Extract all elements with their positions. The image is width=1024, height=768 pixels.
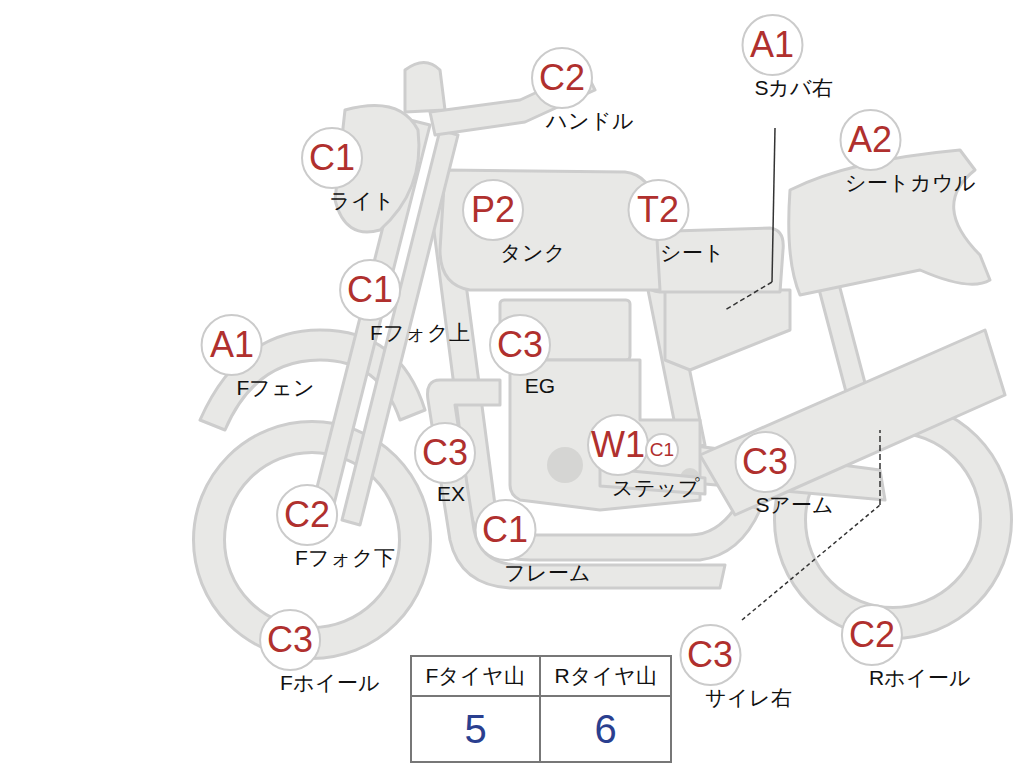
bike-part: [879, 430, 881, 505]
callout-code: P2: [462, 179, 524, 241]
callout-node: C1: [645, 433, 679, 467]
leader-lines: [725, 128, 880, 620]
callout-code: C3: [679, 624, 741, 686]
seat-cowl: [789, 150, 990, 295]
table-value: 5: [412, 697, 541, 761]
callout-node: C1ライト: [299, 127, 365, 215]
part-name: Sカバ右: [754, 74, 833, 102]
part-name: シート: [660, 239, 725, 267]
callout-node: C3サイレ右: [667, 624, 754, 712]
bike-part: [200, 63, 1005, 644]
part-name: Fフェン: [237, 374, 316, 402]
callout-node: C1フレーム: [462, 499, 549, 587]
callout-node: P2タンク: [460, 179, 526, 267]
callout-code: C2: [276, 484, 338, 546]
callout-code: A1: [741, 14, 803, 76]
callout-node: C3EX: [414, 422, 476, 506]
part-name: フレーム: [504, 559, 591, 587]
bike-part: [772, 128, 775, 282]
part-name: EX: [437, 482, 465, 506]
front-wheel: [209, 437, 415, 643]
part-name: タンク: [500, 239, 566, 267]
callout-node: T2シート: [626, 179, 691, 267]
bike-part: [547, 447, 583, 483]
part-name: ステップ: [612, 474, 700, 502]
callout-node: C2Fフォク下: [257, 484, 357, 572]
muffler: [700, 330, 1005, 515]
callout-code: A2: [839, 109, 901, 171]
table-header: Fタイヤ山: [412, 657, 541, 697]
callout-code: C1: [339, 259, 401, 321]
callout-node: A1Fフェン: [193, 314, 272, 402]
callout-node: C3Sアーム: [725, 431, 804, 519]
callout-code: C1: [645, 433, 679, 467]
callout-code: C1: [301, 127, 363, 189]
callout-node: A2シートカウル: [805, 109, 936, 197]
fuel-tank: [440, 170, 660, 290]
callout-node: C2Rホイール: [821, 604, 923, 692]
part-name: Fフォク上: [370, 319, 470, 347]
table-value: 6: [541, 697, 670, 761]
callout-code: C3: [734, 431, 796, 493]
part-name: サイレ右: [705, 684, 792, 712]
callout-code: T2: [627, 179, 689, 241]
part-name: ライト: [329, 187, 395, 215]
callout-code: C2: [841, 604, 903, 666]
callout-node: C2ハンドル: [518, 47, 606, 135]
part-name: ハンドル: [546, 107, 634, 135]
callout-code: C1: [474, 499, 536, 561]
bike-part: [405, 63, 445, 113]
callout-code: W1: [587, 414, 649, 476]
part-name: Fフォク下: [295, 544, 395, 572]
part-name: Fホイール: [280, 669, 380, 697]
side-cover: [665, 290, 790, 370]
bike-part: [209, 437, 415, 643]
part-name: EG: [525, 374, 555, 398]
callout-code: A1: [201, 314, 263, 376]
table-header: Rタイヤ山: [541, 657, 670, 697]
callout-code: C3: [414, 422, 476, 484]
callout-node: A1Sカバ右: [732, 14, 811, 102]
part-name: Rホイール: [869, 664, 971, 692]
callout-code: C3: [489, 314, 551, 376]
callout-node: C3Fホイール: [240, 609, 340, 697]
bike-part: [742, 505, 880, 620]
callout-code: C2: [531, 47, 593, 109]
callout-code: C3: [259, 609, 321, 671]
bike-part: [725, 282, 772, 310]
part-name: シートカウル: [845, 169, 976, 197]
callout-node: C1Fフォク上: [320, 259, 420, 347]
tread-table: Fタイヤ山Rタイヤ山56: [410, 655, 672, 763]
part-name: Sアーム: [755, 491, 834, 519]
callout-node: C3EG: [489, 314, 551, 398]
